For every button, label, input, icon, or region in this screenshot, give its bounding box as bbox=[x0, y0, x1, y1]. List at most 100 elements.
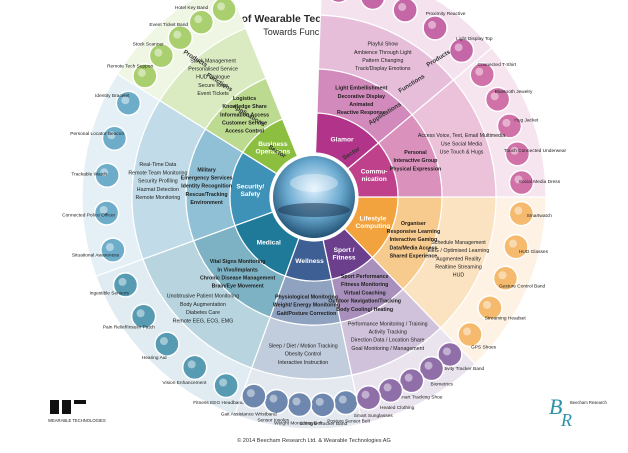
product-business: Event Ticket Band bbox=[149, 22, 188, 28]
sector-band-medical bbox=[234, 211, 300, 277]
product-photo-icon bbox=[286, 391, 313, 418]
application-wellness: Physiological Monitoring bbox=[275, 295, 338, 301]
product-photo-highlight bbox=[514, 175, 523, 184]
application-security: Rescue/Tracking bbox=[186, 192, 228, 198]
product-photo-icon bbox=[437, 341, 463, 368]
product-photo-highlight bbox=[361, 390, 370, 399]
function-security: Security Profiling bbox=[138, 179, 178, 185]
product-photo-highlight bbox=[194, 15, 203, 24]
product-photo-highlight bbox=[100, 168, 109, 177]
wt-logo-bar bbox=[74, 400, 86, 404]
function-glamour: Ambience Through Light bbox=[354, 50, 412, 56]
application-security: Military bbox=[197, 167, 216, 173]
product-photo-icon bbox=[477, 295, 503, 321]
product-photo-icon bbox=[154, 331, 180, 357]
sector-band-communication bbox=[346, 142, 399, 198]
logo-left-text: WEARABLE TECHNOLOGIES bbox=[48, 418, 106, 423]
function-lifestyle: Schedule Management bbox=[431, 240, 486, 246]
product-photo-icon bbox=[148, 42, 175, 69]
application-communication: Physical Expression bbox=[390, 166, 442, 172]
product-sport: Smart Tracking Shoe bbox=[398, 395, 443, 401]
product-photo-icon bbox=[392, 0, 418, 23]
application-lifestyle: Organiser bbox=[401, 221, 426, 227]
application-lifestyle: Data/Media Access bbox=[390, 245, 438, 251]
function-lifestyle: EEG / Optimised Learning bbox=[428, 248, 490, 254]
product-photo-icon bbox=[448, 37, 475, 64]
product-photo-icon bbox=[504, 141, 531, 167]
beecham-logo-mark-r: R bbox=[560, 410, 572, 430]
function-medical: Unobtrusive Patient Monitoring bbox=[167, 294, 239, 300]
application-sport: Sport Performance bbox=[341, 274, 389, 280]
application-lifestyle: Responsive Learning bbox=[387, 229, 441, 235]
sector-band-security bbox=[229, 151, 278, 227]
product-sport: Activity Tracker Band bbox=[439, 366, 484, 372]
product-photo-highlight bbox=[121, 96, 130, 105]
product-photo-icon bbox=[241, 383, 267, 409]
sector-label-security: Safety bbox=[240, 191, 260, 198]
sector-label-lifestyle: Computing bbox=[356, 223, 391, 230]
product-photo-icon bbox=[492, 265, 519, 292]
application-communication: Personal bbox=[404, 150, 427, 156]
product-photo-highlight bbox=[463, 327, 472, 336]
product-photo-highlight bbox=[137, 68, 146, 77]
application-medical: In Vivo/Implants bbox=[217, 267, 258, 273]
globe-band bbox=[278, 203, 350, 217]
sector-label-sport: Fitness bbox=[332, 254, 355, 261]
product-medical: Ingestible Sensors bbox=[89, 291, 129, 297]
product-photo-icon bbox=[263, 388, 290, 415]
globe-highlight bbox=[290, 174, 338, 192]
function-sport: Goal Monitoring / Management bbox=[351, 346, 424, 352]
product-lifestyle: GPS Shoes bbox=[471, 344, 497, 350]
sector-label-business: Operations bbox=[255, 149, 290, 156]
product-lifestyle: Gesture Control Band bbox=[499, 283, 546, 289]
product-communication: Connected T-Shirt bbox=[478, 62, 517, 68]
application-communication: Interactive Group bbox=[394, 158, 439, 164]
product-photo-icon bbox=[112, 272, 139, 298]
sector-label-wellness: Wellness bbox=[295, 258, 324, 265]
sector-band-glamour bbox=[314, 112, 380, 170]
product-photo-highlight bbox=[454, 43, 463, 52]
product-wellness: Gait Assistance Wristband bbox=[221, 411, 277, 417]
function-business: Event Tickets bbox=[197, 91, 229, 97]
sector-label-medical: Medical bbox=[257, 239, 281, 246]
application-business: Logistics bbox=[233, 96, 256, 102]
logo-beecham-research: B R Beecham Research bbox=[549, 394, 607, 430]
product-communication: Hug Jacket bbox=[514, 118, 539, 124]
product-sport: Biometrics bbox=[430, 381, 453, 387]
product-security: Connected Police Officer bbox=[62, 212, 115, 218]
product-photo-icon bbox=[377, 377, 404, 404]
application-glamour: Light Embellishment bbox=[335, 86, 387, 92]
product-business: Hotel Key Band bbox=[175, 5, 209, 11]
product-photo-highlight bbox=[269, 394, 278, 403]
function-security: Remote Team Monitoring bbox=[128, 170, 187, 176]
logo-right-text: Beecham Research bbox=[570, 400, 607, 405]
function-security: Remote Monitoring bbox=[135, 195, 180, 201]
function-lifestyle: Realtime Streaming bbox=[435, 265, 482, 271]
product-photo-highlight bbox=[99, 205, 108, 214]
function-business: Stock Management bbox=[190, 58, 236, 64]
application-medical: Chronic Disease Management bbox=[200, 275, 276, 281]
application-sport: Body Cooling/ Heating bbox=[336, 307, 393, 313]
function-communication: Access Voice, Text, Email Multimedia bbox=[418, 133, 505, 139]
footer: © 2014 Beecham Research Ltd. & Wearable … bbox=[237, 437, 391, 444]
sector-label-business: Business bbox=[258, 141, 288, 148]
application-security: Identity Recognition bbox=[181, 184, 232, 190]
function-communication: Use Social Media bbox=[441, 141, 482, 147]
globe-icon bbox=[271, 154, 357, 240]
application-security: Environment bbox=[190, 200, 223, 206]
wt-logo-mark-w bbox=[50, 400, 59, 414]
product-photo-highlight bbox=[107, 131, 116, 140]
product-photo-icon bbox=[418, 355, 445, 382]
application-medical: Vital Signs Monitoring bbox=[210, 259, 266, 265]
product-photo-highlight bbox=[292, 397, 301, 406]
product-medical: Vision Enhancement bbox=[162, 380, 207, 386]
product-photo-highlight bbox=[383, 383, 392, 392]
product-photo-highlight bbox=[315, 397, 324, 406]
product-photo-icon bbox=[309, 392, 336, 418]
product-lifestyle: Streaming Headset bbox=[485, 315, 527, 321]
application-wellness: Gait/Posture Correction bbox=[277, 311, 337, 317]
product-business: Stock Scanner bbox=[133, 41, 165, 47]
product-photo-icon bbox=[167, 24, 194, 51]
